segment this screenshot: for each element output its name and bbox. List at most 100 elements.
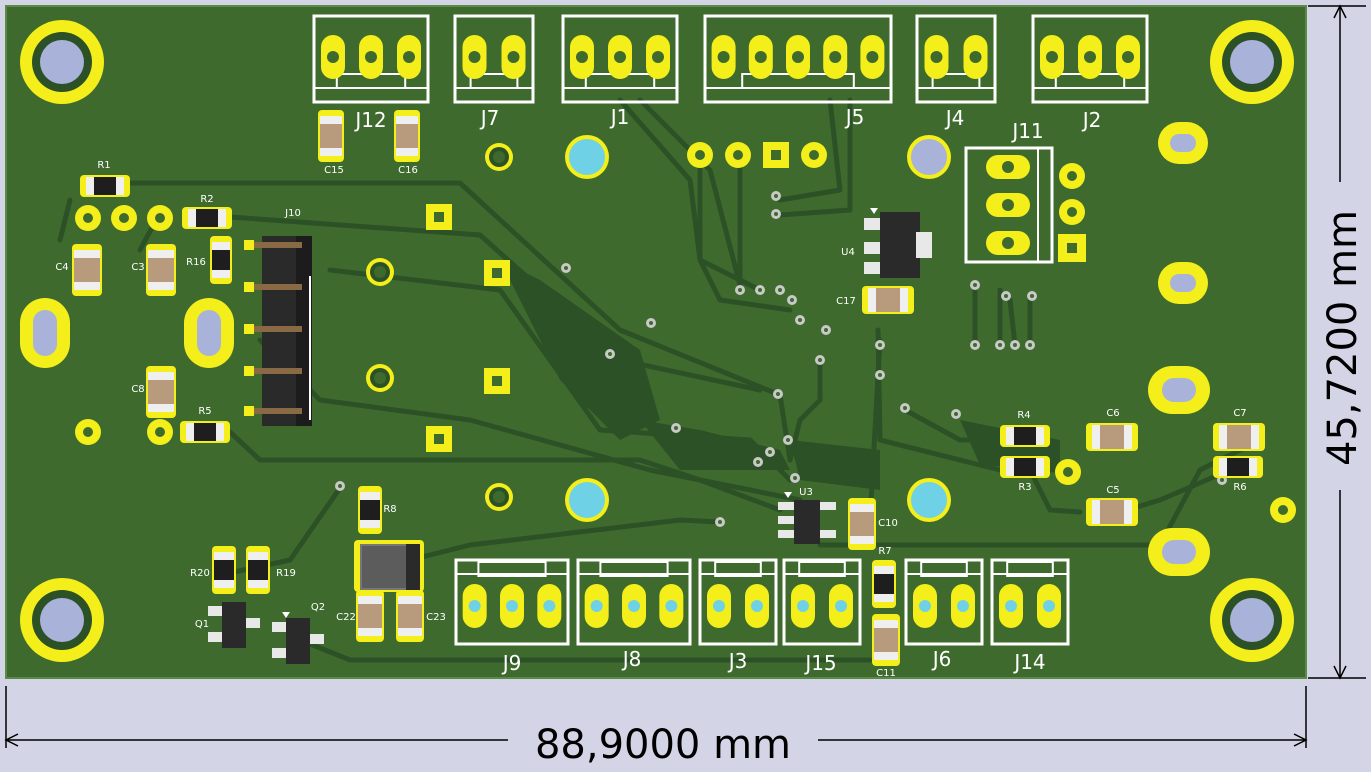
connector-j9 [454, 558, 570, 646]
via [715, 517, 725, 527]
ref-label-r5: R5 [198, 406, 211, 417]
via [795, 315, 805, 325]
ref-label-j7: J7 [479, 106, 500, 130]
via [775, 285, 785, 295]
ref-label-c4: C4 [55, 262, 68, 273]
width-dimension-label: 88,9000 mm [535, 722, 791, 768]
ref-label-c22: C22 [336, 612, 356, 623]
ref-label-c15: C15 [324, 165, 344, 176]
mounting-hole [1210, 578, 1294, 662]
ref-label-r2: R2 [200, 194, 213, 205]
ref-label-j12: J12 [353, 108, 386, 132]
ref-label-r20: R20 [190, 568, 210, 579]
via [787, 295, 797, 305]
via [755, 285, 765, 295]
ref-label-r4: R4 [1017, 410, 1030, 421]
ref-label-j6: J6 [931, 647, 952, 671]
via [1025, 340, 1035, 350]
capacitor-c3 [146, 244, 176, 296]
capacitor-c6 [1086, 423, 1138, 451]
via [970, 340, 980, 350]
resistor-r3 [1000, 456, 1050, 478]
capacitor-c16 [394, 110, 420, 162]
via [951, 409, 961, 419]
capacitor-c10 [848, 498, 876, 550]
ref-label-r1: R1 [97, 160, 110, 171]
capacitor-c11 [872, 614, 900, 666]
connector-j8 [576, 558, 692, 646]
connector-j4 [915, 14, 997, 104]
via [821, 325, 831, 335]
connector-j6 [904, 558, 984, 646]
ref-label-j8: J8 [621, 647, 642, 671]
ref-label-j4: J4 [944, 106, 965, 130]
via [771, 209, 781, 219]
ref-label-j9: J9 [501, 651, 522, 675]
ref-label-c3: C3 [131, 262, 144, 273]
capacitor-c23 [396, 590, 424, 642]
resistor-r5 [180, 421, 230, 443]
q1-transistor [208, 602, 260, 648]
slot-right-1 [1158, 122, 1208, 164]
slot-right-3 [1148, 366, 1210, 414]
npth-holes [366, 135, 951, 522]
ref-label-c5: C5 [1106, 485, 1119, 496]
ref-label-r3: R3 [1018, 482, 1031, 493]
via [1001, 291, 1011, 301]
connector-j12 [312, 14, 430, 104]
capacitor-c5 [1086, 498, 1138, 526]
ref-label-r6: R6 [1233, 482, 1246, 493]
ref-label-c23: C23 [426, 612, 446, 623]
capacitor-c4 [72, 244, 102, 296]
resistor-r7 [872, 560, 896, 608]
connector-j15 [782, 558, 862, 646]
ref-label-q1: Q1 [195, 619, 209, 630]
slot-left [20, 298, 70, 368]
connector-j1 [561, 14, 679, 104]
capacitor-c17 [862, 286, 914, 314]
ref-label-j1: J1 [609, 105, 630, 129]
mounting-holes [20, 20, 1294, 662]
prog-header [687, 142, 827, 168]
via [671, 423, 681, 433]
ref-label-j10: J10 [284, 208, 301, 219]
via [771, 191, 781, 201]
resistor-r1 [80, 175, 130, 197]
u3-ic [778, 492, 836, 544]
capacitor-c8 [146, 366, 176, 418]
dimension-height: 45,7200 mm [1308, 4, 1366, 680]
ref-label-r16: R16 [186, 257, 206, 268]
capacitor-c7 [1213, 423, 1265, 451]
via [790, 473, 800, 483]
q2-transistor [272, 612, 324, 664]
ref-label-r19: R19 [276, 568, 296, 579]
via [765, 447, 775, 457]
slot-right-4 [1148, 528, 1210, 576]
j10-header [244, 236, 312, 426]
ref-label-u4: U4 [841, 247, 855, 258]
ref-label-r7: R7 [878, 546, 891, 557]
test-pads [75, 204, 1296, 523]
ref-label-r8: R8 [383, 504, 396, 515]
via [875, 340, 885, 350]
mounting-hole [1210, 20, 1294, 104]
ref-label-q2: Q2 [311, 602, 325, 613]
resistor-r16 [210, 236, 232, 284]
ref-label-j3: J3 [727, 649, 748, 673]
slot-right-2 [1158, 262, 1208, 304]
ref-label-j2: J2 [1081, 108, 1102, 132]
ref-label-c11: C11 [876, 668, 896, 679]
ref-label-c7: C7 [1233, 408, 1246, 419]
connector-j3 [698, 558, 778, 646]
resistor-r2 [182, 207, 232, 229]
via [815, 355, 825, 365]
height-dimension-label: 45,7200 mm [1320, 210, 1366, 466]
via [735, 285, 745, 295]
resistor-r19 [246, 546, 270, 594]
oval-slots [20, 122, 1210, 576]
via [605, 349, 615, 359]
via [875, 370, 885, 380]
